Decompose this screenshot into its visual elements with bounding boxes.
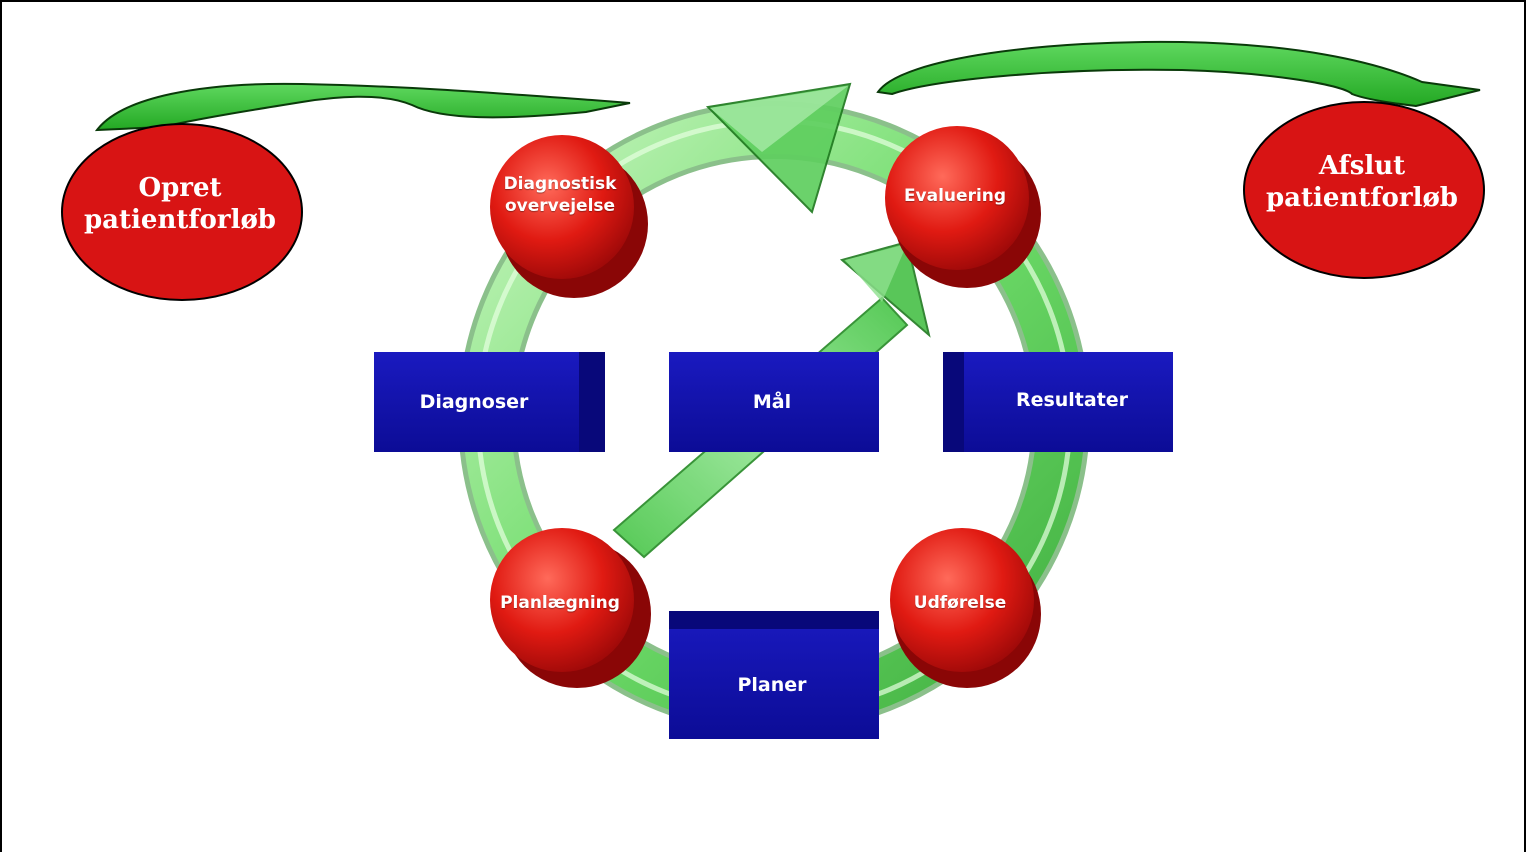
box-planer — [669, 611, 879, 739]
node-diagnostisk-overvejelse — [490, 135, 648, 298]
ring-arrowhead — [705, 82, 852, 214]
box-maal — [669, 352, 879, 452]
right-curved-arrow — [876, 40, 1481, 108]
node-planlaegning — [490, 528, 651, 688]
oval-opret — [61, 123, 303, 301]
box-diagnoser — [374, 352, 605, 452]
oval-afslut — [1243, 101, 1485, 279]
node-udforelse — [890, 528, 1041, 688]
left-curved-arrow — [94, 82, 631, 132]
node-evaluering — [885, 126, 1041, 288]
box-resultater — [943, 352, 1173, 452]
